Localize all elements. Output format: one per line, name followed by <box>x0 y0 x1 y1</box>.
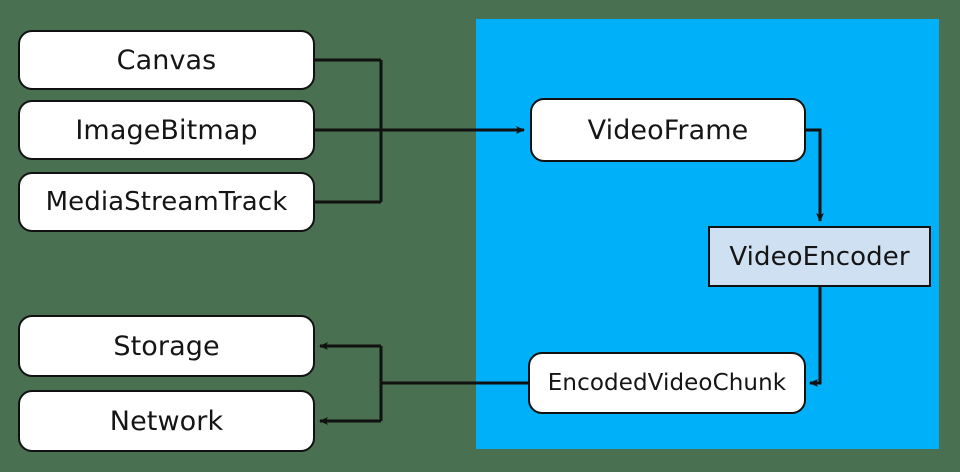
node-imagebitmap[interactable]: ImageBitmap <box>18 100 315 160</box>
node-videoframe-label: VideoFrame <box>587 114 749 146</box>
node-videoframe[interactable]: VideoFrame <box>530 98 806 162</box>
node-imagebitmap-label: ImageBitmap <box>75 114 258 146</box>
node-network[interactable]: Network <box>18 390 315 452</box>
node-encodedvideochunk[interactable]: EncodedVideoChunk <box>528 352 806 414</box>
node-storage-label: Storage <box>113 330 220 362</box>
node-mediastreamtrack-label: MediaStreamTrack <box>45 187 288 217</box>
node-network-label: Network <box>109 405 224 437</box>
node-canvas-label: Canvas <box>116 44 217 76</box>
node-storage[interactable]: Storage <box>18 315 315 377</box>
node-encodedvideochunk-label: EncodedVideoChunk <box>547 370 787 396</box>
node-videoencoder-label: VideoEncoder <box>729 241 910 272</box>
node-videoencoder[interactable]: VideoEncoder <box>708 226 931 287</box>
node-mediastreamtrack[interactable]: MediaStreamTrack <box>18 172 315 232</box>
node-canvas[interactable]: Canvas <box>18 30 315 90</box>
